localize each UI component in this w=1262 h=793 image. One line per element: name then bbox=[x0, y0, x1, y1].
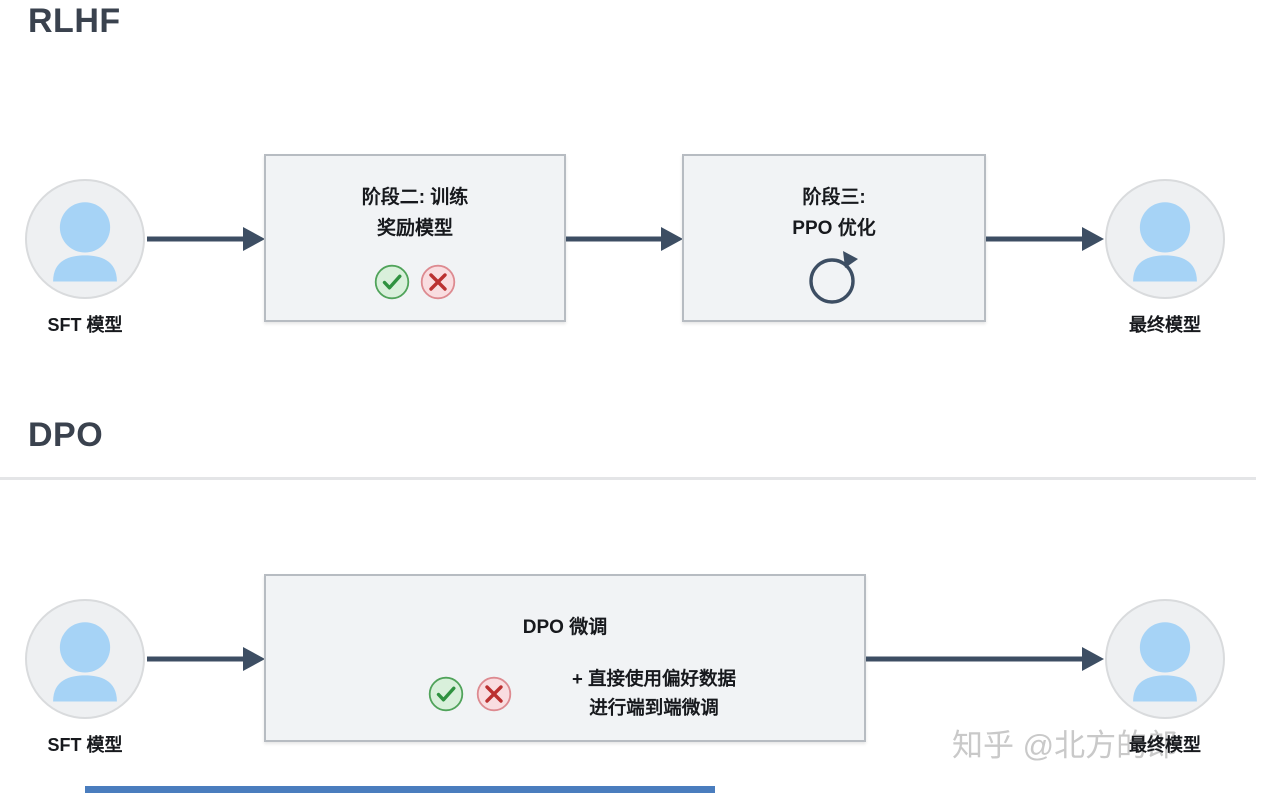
dpo-note-line1: + 直接使用偏好数据 bbox=[572, 668, 736, 689]
rlhf-final-model-avatar bbox=[1105, 179, 1225, 299]
dpo-finetune-box: DPO 微调 + 直接使用偏好数据 进行端到端微调 bbox=[264, 574, 866, 742]
flow-arrow-icon bbox=[986, 227, 1104, 251]
rlhf-stage3-ppo-box: 阶段三: PPO 优化 bbox=[682, 154, 986, 322]
rlhf-sft-model-label: SFT 模型 bbox=[47, 315, 123, 335]
check-icon bbox=[428, 676, 464, 712]
flow-arrow-icon bbox=[147, 647, 265, 671]
dpo-heading: DPO bbox=[28, 416, 104, 454]
rlhf-final-model-label: 最终模型 bbox=[1129, 315, 1201, 335]
loop-icon bbox=[809, 251, 858, 304]
check-icon bbox=[374, 264, 410, 300]
person-icon bbox=[53, 202, 117, 282]
person-icon bbox=[1133, 202, 1197, 282]
rlhf-heading: RLHF bbox=[28, 2, 121, 40]
bottom-blue-bar bbox=[85, 786, 715, 793]
dpo-final-model-avatar bbox=[1105, 599, 1225, 719]
person-icon bbox=[1133, 622, 1197, 702]
section-divider bbox=[0, 477, 1256, 480]
rlhf-stage2-reward-model-box: 阶段二: 训练 奖励模型 bbox=[264, 154, 566, 322]
stage2-title-line2: 奖励模型 bbox=[376, 218, 453, 239]
dpo-sft-model-label: SFT 模型 bbox=[47, 735, 123, 755]
stage2-title-line1: 阶段二: 训练 bbox=[361, 187, 469, 208]
stage3-title-line2: PPO 优化 bbox=[792, 218, 876, 239]
stage3-title-line1: 阶段三: bbox=[802, 187, 866, 208]
cross-icon bbox=[420, 264, 456, 300]
dpo-note-line2: 进行端到端微调 bbox=[589, 697, 719, 718]
dpo-box-title: DPO 微调 bbox=[522, 617, 608, 638]
cross-icon bbox=[476, 676, 512, 712]
rlhf-sft-model-avatar bbox=[25, 179, 145, 299]
flow-arrow-icon bbox=[566, 227, 683, 251]
flow-arrow-icon bbox=[147, 227, 265, 251]
person-icon bbox=[53, 622, 117, 702]
zhihu-watermark: 知乎 @北方的郎 bbox=[952, 728, 1179, 763]
flow-arrow-icon bbox=[866, 647, 1104, 671]
dpo-final-model-label: 最终模型 bbox=[1129, 735, 1201, 755]
dpo-sft-model-avatar bbox=[25, 599, 145, 719]
